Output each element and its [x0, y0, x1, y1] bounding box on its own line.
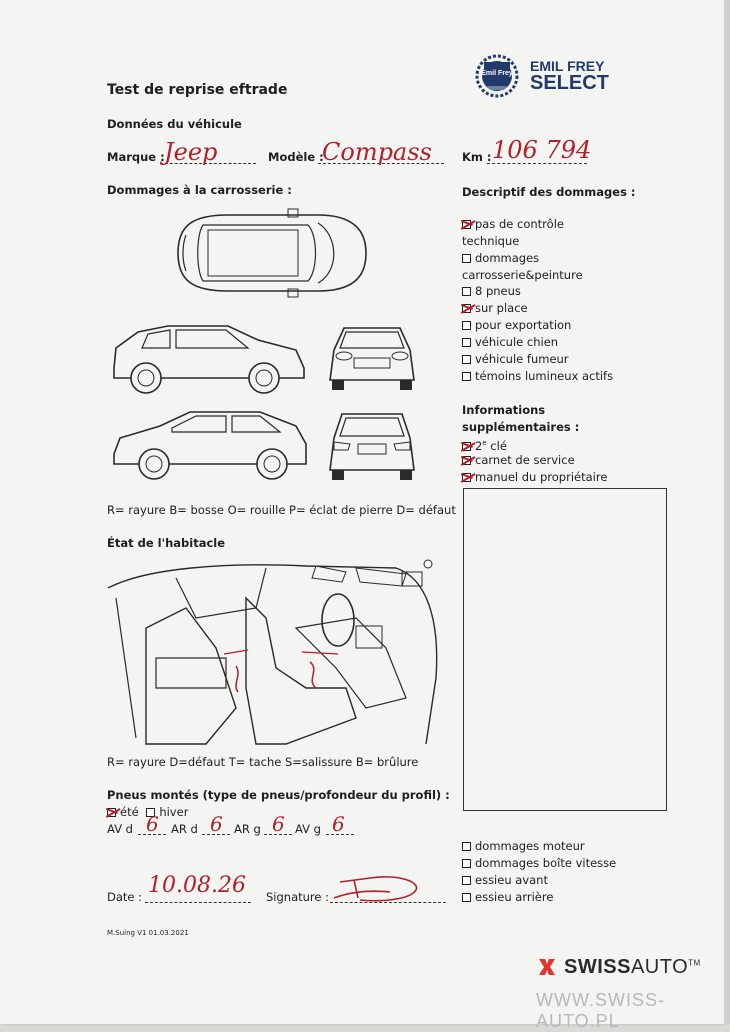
model-field [318, 149, 444, 164]
tire-winter-label: hiver [159, 805, 189, 819]
tire-ar-g-value: 6 [272, 812, 285, 836]
page-title: Test de reprise eftrade [107, 82, 288, 98]
body-damage-section-title: Dommages à la carrosserie : [107, 183, 292, 197]
swiss-auto-brand: SWISSAUTOTM [564, 956, 701, 978]
damage-item-no-inspection-checkbox[interactable] [462, 220, 471, 229]
damage-item-smoker-checkbox[interactable] [462, 355, 471, 364]
info-item-second-key-checkbox[interactable] [462, 441, 471, 451]
info-item-owner-manual[interactable]: manuel du propriétaire [462, 469, 607, 486]
tire-summer-label: été [120, 805, 139, 819]
interior-legend: R= rayure D=défaut T= tache S=salissure … [107, 755, 419, 769]
car-rear-view-diagram [329, 413, 415, 480]
tires-section-title: Pneus montés (type de pneus/profondeur d… [107, 788, 450, 802]
model-label: Modèle : [268, 150, 324, 164]
vehicle-section-title: Données du véhicule [107, 117, 242, 131]
damage-item-warning-lights[interactable]: témoins lumineux actifs [462, 368, 613, 385]
mech-item-rear-axle-checkbox[interactable] [462, 893, 471, 902]
tire-summer-checkbox[interactable] [107, 808, 116, 817]
car-top-view-diagram [177, 208, 367, 298]
tire-type-row: été hiver [107, 805, 188, 819]
interior-section-title: État de l'habitacle [107, 536, 226, 550]
watermark-url: WWW.SWISS-AUTO.PL [536, 990, 665, 1031]
model-value: Compass [322, 138, 432, 166]
notes-box[interactable] [463, 488, 667, 811]
tire-ar-g-label: AR g [234, 822, 261, 836]
car-right-side-diagram [113, 411, 307, 480]
tire-av-g-value: 6 [332, 812, 345, 836]
damage-item-dog[interactable]: véhicule chien [462, 334, 558, 351]
brand-value: Jeep [164, 138, 218, 166]
km-label: Km : [462, 150, 492, 164]
damage-item-body-paint-checkbox[interactable] [462, 254, 471, 263]
body-damage-legend: R= rayure B= bosse O= rouille P= éclat d… [107, 503, 456, 517]
brand-field [160, 149, 256, 164]
damage-item-on-site-checkbox[interactable] [462, 304, 471, 313]
damage-item-on-site[interactable]: sur place [462, 300, 528, 317]
emil-frey-logo: Emil Frey EMIL FREY SELECT [474, 54, 614, 98]
logo-badge-text: Emil Frey [481, 70, 513, 77]
logo-line-2: SELECT [530, 72, 609, 94]
damage-item-export[interactable]: pour exportation [462, 317, 571, 334]
info-item-service-book[interactable]: carnet de service [462, 452, 575, 469]
emil-frey-badge-icon [475, 54, 519, 98]
damage-item-8-tires[interactable]: 8 pneus [462, 283, 521, 300]
mech-item-rear-axle[interactable]: essieu arrière [462, 889, 553, 906]
info-item-second-key[interactable]: 2e clé [462, 435, 507, 455]
mech-item-gearbox-checkbox[interactable] [462, 859, 471, 868]
mech-item-front-axle-checkbox[interactable] [462, 876, 471, 885]
date-value: 10.08.26 [148, 873, 246, 898]
damage-item-dog-checkbox[interactable] [462, 338, 471, 347]
brand-label: Marque : [107, 150, 165, 164]
swiss-auto-logo-icon [539, 959, 555, 975]
damage-item-8-tires-checkbox[interactable] [462, 287, 471, 296]
mech-item-engine-checkbox[interactable] [462, 842, 471, 851]
tire-ar-d-field[interactable] [202, 820, 230, 835]
damage-item-export-checkbox[interactable] [462, 321, 471, 330]
damage-item-warning-lights-checkbox[interactable] [462, 372, 471, 381]
signature-scribble [333, 876, 418, 902]
car-left-side-diagram [113, 325, 305, 394]
tire-av-g-label: AV g [295, 822, 321, 836]
km-field [487, 149, 587, 164]
damage-item-smoker[interactable]: véhicule fumeur [462, 351, 569, 368]
car-interior-diagram [107, 559, 438, 745]
date-field[interactable] [145, 888, 251, 903]
logo-line-1: EMIL FREY [530, 58, 605, 74]
tire-av-d-label: AV d [107, 822, 133, 836]
tire-ar-d-label: AR d [171, 822, 198, 836]
info-item-owner-manual-checkbox[interactable] [462, 473, 471, 482]
damage-description-title: Descriptif des dommages : [462, 185, 636, 199]
mech-item-engine[interactable]: dommages moteur [462, 838, 585, 855]
date-label: Date : [107, 890, 143, 904]
car-front-view-diagram [329, 327, 415, 390]
tire-av-g-field[interactable] [326, 820, 354, 835]
tire-av-d-value: 6 [146, 812, 159, 836]
tire-ar-g-field[interactable] [264, 820, 292, 835]
info-item-service-book-checkbox[interactable] [462, 456, 471, 465]
mech-item-front-axle[interactable]: essieu avant [462, 872, 548, 889]
additional-info-title: Informations supplémentaires : [462, 403, 580, 434]
tire-winter-checkbox[interactable] [146, 808, 156, 817]
km-value: 106 794 [492, 136, 592, 164]
page-edge [724, 0, 730, 1024]
signature-label: Signature : [266, 890, 330, 904]
tire-ar-d-value: 6 [210, 812, 223, 836]
damage-item-body-paint[interactable]: dommages carrosserie&peinture [462, 251, 583, 282]
damage-item-no-inspection[interactable]: pas de contrôle technique [462, 217, 564, 248]
mech-item-gearbox[interactable]: dommages boîte vitesse [462, 855, 616, 872]
signature-field[interactable] [330, 888, 446, 903]
version-text: M.Suing V1 01.03.2021 [107, 929, 189, 937]
tire-av-d-field[interactable] [138, 820, 166, 835]
